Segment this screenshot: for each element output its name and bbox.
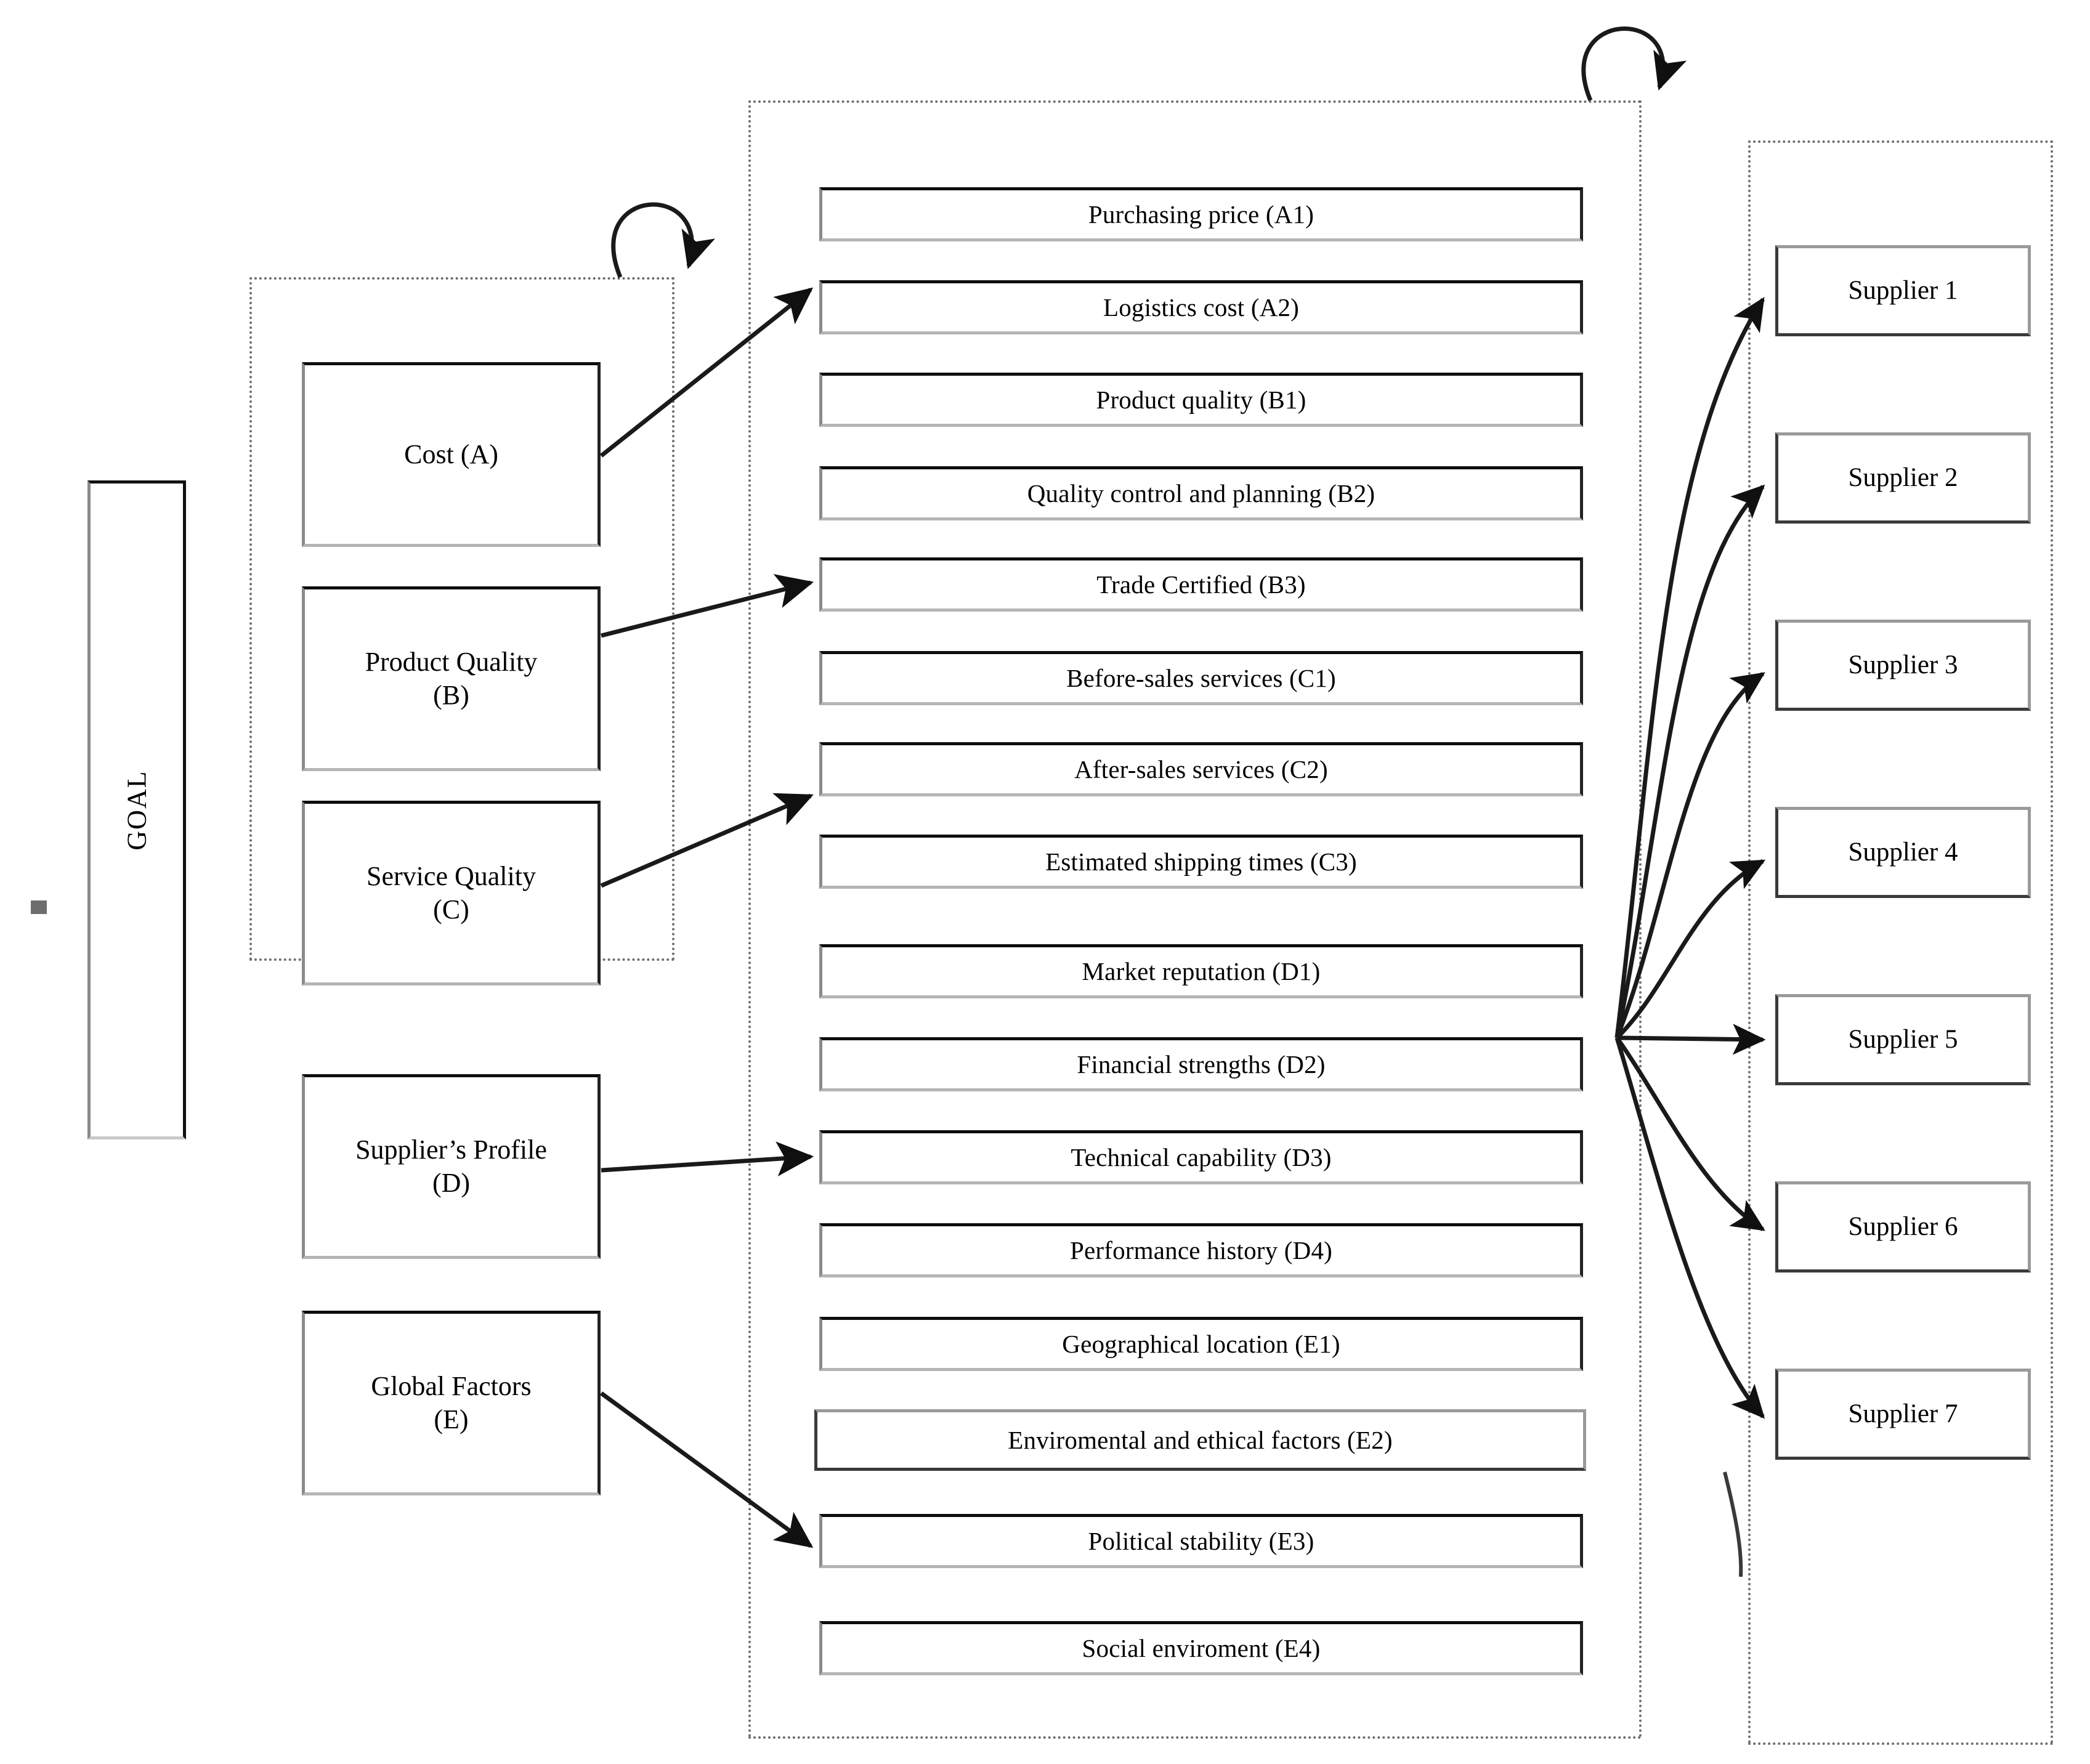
subcriteria-node-d4[interactable]: Performance history (D4) [819, 1223, 1583, 1277]
criteria-label-e: Global Factors (E) [371, 1371, 532, 1434]
subcriteria-label-c3: Estimated shipping times (C3) [1045, 847, 1357, 876]
self-loop-subcriteria-icon [1581, 26, 1687, 102]
alternative-label-7: Supplier 7 [1848, 1399, 1958, 1428]
alternative-label-5: Supplier 5 [1848, 1024, 1958, 1054]
subcriteria-node-e2[interactable]: Enviromental and ethical factors (E2) [814, 1409, 1586, 1471]
criteria-label-c: Service Quality (C) [367, 861, 536, 924]
alternative-node-supplier-7[interactable]: Supplier 7 [1775, 1369, 2031, 1460]
subcriteria-label-c2: After-sales services (C2) [1074, 755, 1328, 783]
criteria-node-e[interactable]: Global Factors (E) [302, 1311, 601, 1495]
alternative-label-2: Supplier 2 [1848, 463, 1958, 492]
subcriteria-node-c3[interactable]: Estimated shipping times (C3) [819, 835, 1583, 889]
criteria-node-d[interactable]: Supplier’s Profile (D) [302, 1074, 601, 1259]
subcriteria-node-e3[interactable]: Political stability (E3) [819, 1514, 1583, 1568]
subcriteria-node-d3[interactable]: Technical capability (D3) [819, 1130, 1583, 1184]
subcriteria-node-b3[interactable]: Trade Certified (B3) [819, 557, 1583, 612]
alternatives-cluster-frame [1748, 140, 2053, 1745]
subcriteria-label-d3: Technical capability (D3) [1071, 1143, 1332, 1171]
subcriteria-node-b2[interactable]: Quality control and planning (B2) [819, 466, 1583, 520]
alternative-label-6: Supplier 6 [1848, 1212, 1958, 1241]
alternative-node-supplier-3[interactable]: Supplier 3 [1775, 620, 2031, 711]
subcriteria-label-a1: Purchasing price (A1) [1088, 200, 1314, 229]
self-loop-criteria-icon [611, 202, 715, 278]
alternative-node-supplier-2[interactable]: Supplier 2 [1775, 432, 2031, 524]
link-fan-tail [1723, 1471, 1743, 1577]
criteria-node-a[interactable]: Cost (A) [302, 362, 601, 547]
subcriteria-label-d2: Financial strengths (D2) [1077, 1050, 1326, 1078]
alternative-label-1: Supplier 1 [1848, 275, 1958, 305]
subcriteria-label-b3: Trade Certified (B3) [1096, 570, 1306, 599]
criteria-label-a: Cost (A) [404, 439, 498, 470]
subcriteria-node-e4[interactable]: Social enviroment (E4) [819, 1621, 1583, 1675]
subcriteria-node-c1[interactable]: Before-sales services (C1) [819, 651, 1583, 705]
subcriteria-label-e1: Geographical location (E1) [1062, 1329, 1340, 1358]
criteria-label-b: Product Quality (B) [365, 647, 538, 710]
subcriteria-label-d1: Market reputation (D1) [1082, 957, 1321, 985]
subcriteria-label-a2: Logistics cost (A2) [1103, 293, 1300, 322]
alternative-label-3: Supplier 3 [1848, 650, 1958, 679]
criteria-label-d: Supplier’s Profile (D) [355, 1135, 547, 1198]
subcriteria-label-b1: Product quality (B1) [1096, 385, 1306, 414]
subcriteria-label-b2: Quality control and planning (B2) [1027, 479, 1375, 508]
subcriteria-label-e3: Political stability (E3) [1088, 1526, 1314, 1555]
subcriteria-node-a2[interactable]: Logistics cost (A2) [819, 280, 1583, 334]
subcriteria-node-d1[interactable]: Market reputation (D1) [819, 944, 1583, 998]
alternative-node-supplier-4[interactable]: Supplier 4 [1775, 807, 2031, 898]
criteria-node-b[interactable]: Product Quality (B) [302, 586, 601, 771]
subcriteria-label-c1: Before-sales services (C1) [1066, 663, 1336, 692]
subcriteria-node-d2[interactable]: Financial strengths (D2) [819, 1037, 1583, 1091]
alternative-node-supplier-5[interactable]: Supplier 5 [1775, 994, 2031, 1085]
subcriteria-label-e2: Enviromental and ethical factors (E2) [1008, 1425, 1393, 1454]
goal-label: GOAL [121, 769, 152, 851]
subcriteria-node-c2[interactable]: After-sales services (C2) [819, 742, 1583, 796]
subcriteria-label-d4: Performance history (D4) [1069, 1236, 1333, 1264]
subcriteria-cluster-frame [748, 100, 1642, 1739]
subcriteria-node-e1[interactable]: Geographical location (E1) [819, 1317, 1583, 1371]
criteria-node-c[interactable]: Service Quality (C) [302, 801, 601, 985]
subcriteria-label-e4: Social enviroment (E4) [1082, 1633, 1321, 1662]
goal-box[interactable]: GOAL [87, 480, 186, 1139]
subcriteria-node-a1[interactable]: Purchasing price (A1) [819, 187, 1583, 241]
alternative-node-supplier-6[interactable]: Supplier 6 [1775, 1181, 2031, 1272]
alternative-node-supplier-1[interactable]: Supplier 1 [1775, 245, 2031, 336]
subcriteria-node-b1[interactable]: Product quality (B1) [819, 373, 1583, 427]
goal-bullet-marker [31, 900, 47, 914]
alternative-label-4: Supplier 4 [1848, 837, 1958, 867]
